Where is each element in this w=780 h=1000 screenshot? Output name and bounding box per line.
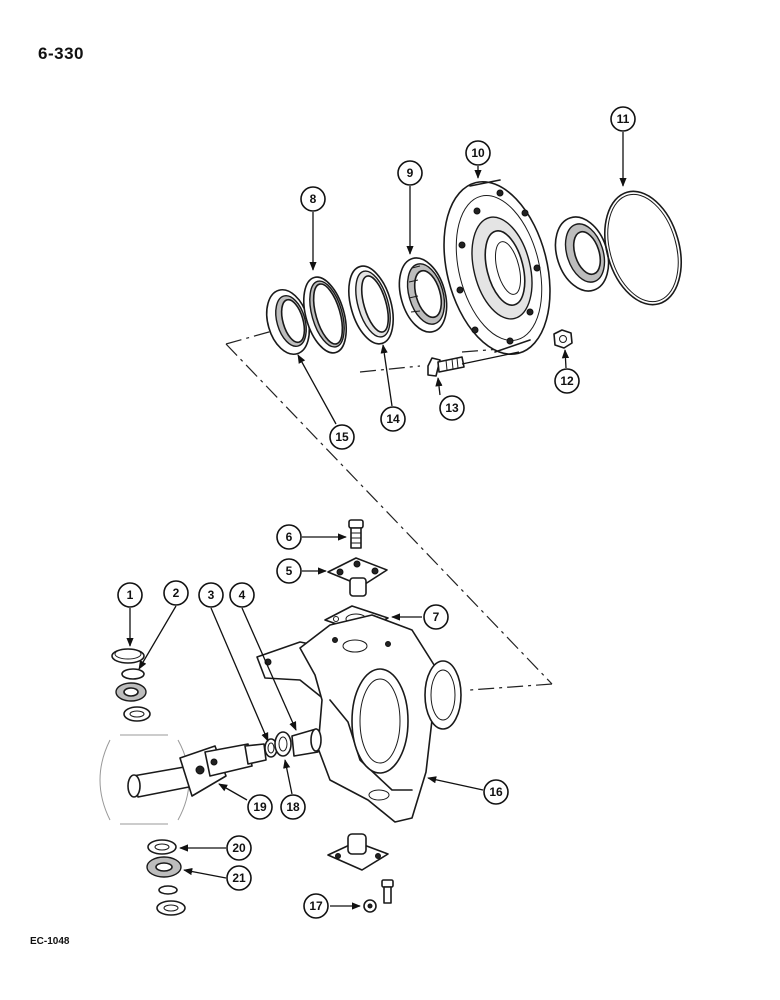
callout-3: 3 — [198, 582, 224, 608]
callout-10: 10 — [465, 140, 491, 166]
page-number: 6-330 — [38, 44, 84, 63]
wheel-hub-part-10 — [443, 179, 551, 356]
axle-housing-outline — [99, 734, 190, 825]
callout-15: 15 — [329, 424, 355, 450]
bushing-part-4 — [291, 728, 322, 757]
callout-11: 11 — [610, 106, 636, 132]
callout-16-label: 16 — [489, 785, 503, 799]
callout-5-label: 5 — [286, 564, 293, 578]
callout-9-label: 9 — [407, 166, 414, 180]
callout-4-label: 4 — [239, 588, 246, 602]
callout-21: 21 — [226, 865, 252, 891]
universal-joint-part-19 — [127, 743, 267, 798]
callout-11-label: 11 — [617, 112, 630, 126]
steering-knuckle-part-16 — [256, 614, 462, 823]
leader-lines — [126, 132, 627, 910]
callout-13-label: 13 — [445, 401, 459, 415]
callout-18: 18 — [280, 794, 306, 820]
callout-4: 4 — [229, 582, 255, 608]
callout-6: 6 — [276, 524, 302, 550]
bolt-part-6 — [348, 519, 364, 549]
nut-part-12 — [553, 329, 573, 349]
callout-20-label: 20 — [232, 841, 246, 855]
callout-6-label: 6 — [286, 530, 293, 544]
callout-8-label: 8 — [310, 192, 317, 206]
callout-9: 9 — [397, 160, 423, 186]
seal-part-18 — [274, 731, 292, 757]
callout-14-label: 14 — [386, 412, 400, 426]
callout-21-label: 21 — [232, 871, 246, 885]
lower-king-pin-cap — [327, 833, 389, 871]
assembly-centerline — [225, 329, 553, 691]
callout-5: 5 — [276, 558, 302, 584]
callout-8: 8 — [300, 186, 326, 212]
inner-bearing — [554, 216, 610, 292]
callout-2-label: 2 — [173, 586, 180, 600]
callout-20: 20 — [226, 835, 252, 861]
callout-17: 17 — [303, 893, 329, 919]
callout-7: 7 — [423, 604, 449, 630]
cap-part-1 — [111, 648, 145, 664]
callout-19-label: 19 — [253, 800, 267, 814]
seal-part-15 — [265, 289, 311, 355]
callout-14: 14 — [380, 406, 406, 432]
callout-7-label: 7 — [433, 610, 440, 624]
figure-code: EC-1048 — [30, 936, 70, 947]
callout-13: 13 — [439, 395, 465, 421]
bearing-part-21 — [146, 856, 186, 916]
callout-3-label: 3 — [208, 588, 215, 602]
callout-17-label: 17 — [309, 899, 323, 913]
callout-15-label: 15 — [335, 430, 349, 444]
bearing-cup-part-14 — [348, 265, 394, 345]
callout-12: 12 — [554, 368, 580, 394]
king-pin-cap-part-5 — [327, 557, 388, 597]
callout-19: 19 — [247, 794, 273, 820]
o-ring-part-11 — [604, 190, 682, 306]
callout-16: 16 — [483, 779, 509, 805]
callout-1: 1 — [117, 582, 143, 608]
callout-12-label: 12 — [560, 374, 574, 388]
ring-part-8 — [303, 276, 347, 354]
callout-18-label: 18 — [286, 800, 300, 814]
wheel-stud-part-13 — [427, 356, 465, 377]
callout-1-label: 1 — [127, 588, 134, 602]
seal-part-20 — [147, 839, 177, 855]
bearing-part-2 — [115, 668, 151, 722]
callout-2: 2 — [163, 580, 189, 606]
grease-fitting-part-17 — [363, 879, 394, 913]
callout-10-label: 10 — [471, 146, 485, 160]
bearing-cone-part-9 — [398, 257, 448, 333]
